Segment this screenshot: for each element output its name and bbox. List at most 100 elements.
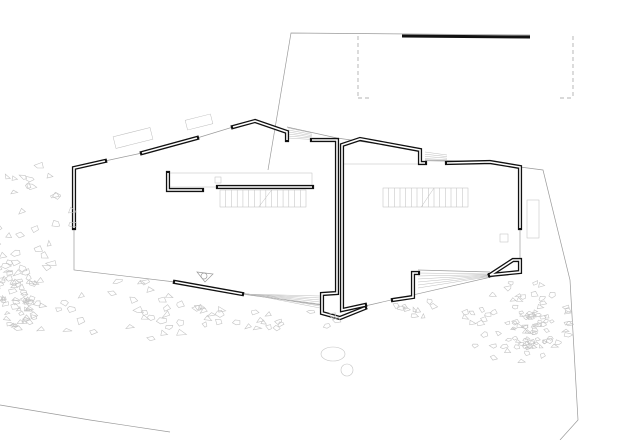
wall [165,170,205,193]
paving-stone [22,296,32,304]
paving-stone [15,278,24,283]
paving-stone [509,297,517,302]
paving-stones [0,162,574,377]
paving-stone [540,352,546,359]
paving-stone [461,313,470,320]
stairs-right [382,187,469,208]
paving-stone [33,280,40,286]
paving-stone [0,266,3,271]
paving-stone [530,323,537,328]
paving-stone [129,296,139,304]
paving-stone [412,306,418,313]
paving-stone [274,318,283,325]
paving-stone [176,300,185,308]
paving-stone [5,232,13,238]
paving-stone [265,324,272,331]
terrace-board [287,127,313,134]
paving-stone [146,286,155,293]
paving-stone [163,304,172,312]
paving-stone [517,341,525,346]
paving-stone [469,319,477,326]
paving-stone [542,339,548,344]
terrace-board [424,151,448,156]
site-boundary-wall [401,34,531,39]
paving-stone [401,303,409,310]
paving-stone [513,344,521,350]
paving-stone [531,330,538,336]
paving-stone [35,326,45,332]
paving-stone [480,316,488,323]
paving-stone [524,312,531,317]
paving-stone [489,354,498,361]
paving-stone [561,304,570,310]
paving-stone [244,323,252,330]
terrace-board [417,275,491,283]
paving-stone [231,319,241,326]
stair-outline [219,189,307,208]
paving-stone [260,319,268,325]
wall-core [341,138,425,311]
paving-stone [532,323,539,328]
paving-stone [112,278,123,285]
terrace-board [287,133,313,138]
paving-stone [25,181,32,189]
paving-stone [533,341,540,346]
paving-stone [328,312,337,319]
paving-stone [426,298,433,305]
paving-stone [29,311,39,319]
stair-cut-line [258,189,272,208]
paving-stone [542,318,549,324]
paving-stone [549,319,555,324]
wall-core [312,139,366,319]
paving-stone [536,303,545,310]
paving-stone [20,290,28,296]
paving-stone [136,279,146,285]
paving-stone [132,306,144,314]
paving-stone [10,249,21,257]
glazing-and-outline [73,113,521,307]
paving-stone [545,337,554,345]
paving-stone [18,207,26,215]
paving-stone [197,303,207,310]
paving-stone [22,316,32,323]
paving-stone [252,325,263,331]
wall-core [232,120,288,140]
paving-stone [10,189,19,195]
paving-stone [68,206,78,214]
paving-stone [511,304,519,310]
paving-stone [521,329,531,334]
paving-stone [504,320,511,325]
paving-stone [539,300,548,306]
paving-stone [30,225,39,234]
paving-stone [76,317,86,326]
paving-stone [215,319,223,326]
stair-outline [382,187,469,208]
paving-stone [191,305,203,312]
terrace-board [424,160,448,162]
paving-stone [272,325,281,332]
paving-stone [15,231,25,239]
paving-stone [499,343,509,350]
paving-stone [140,310,149,316]
paving-stone [66,306,76,313]
wall-core [489,259,521,276]
paving-stone [214,310,225,318]
paving-stone [507,281,514,286]
paving-stone [548,291,556,299]
paving-stone [256,317,265,323]
paving-stone [9,280,18,287]
terraces [241,127,491,309]
paving-stone [25,273,32,281]
terrace-board [417,274,491,277]
paving-stone [519,294,526,300]
paving-stone [165,325,174,330]
paving-stone [164,293,174,298]
terrace-board [287,137,313,140]
paving-stone [518,310,525,315]
paving-stone [504,337,512,342]
wall [71,158,108,231]
paving-stone [429,303,439,310]
paving-stone [33,245,43,252]
paving-stone [2,315,12,321]
paving-stone [3,310,11,315]
